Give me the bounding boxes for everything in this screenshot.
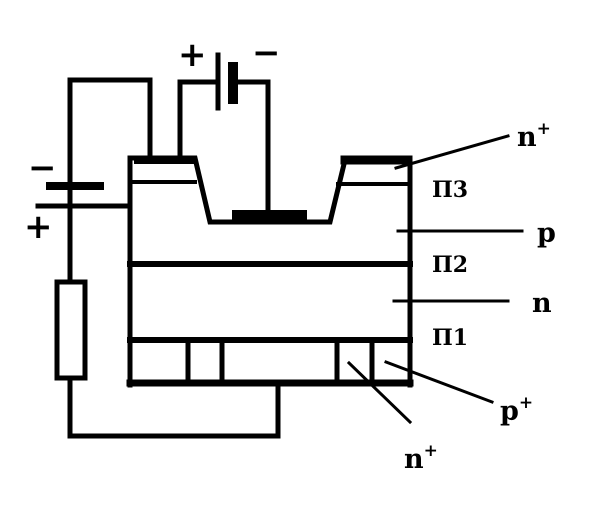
label-n-plus-top: n+ [517, 119, 551, 153]
left-battery-plus-sign: + [24, 207, 53, 247]
top-battery-minus-sign: − [252, 33, 281, 73]
label-n-plus-bottom: n+ [404, 441, 438, 475]
label-junction-1: П1 [432, 325, 468, 351]
label-junction-3: П3 [432, 177, 468, 203]
label-n: n [532, 288, 552, 319]
gate-battery-circuit [67, 52, 271, 215]
label-p-plus: p+ [500, 393, 533, 427]
top-battery-plus-sign: + [178, 35, 207, 75]
gate-contact [232, 210, 307, 220]
leader-lines [346, 134, 524, 425]
label-p: p [537, 218, 556, 249]
load-circuit [35, 182, 281, 439]
label-junction-2: П2 [432, 252, 468, 278]
left-battery-minus-sign: − [28, 148, 57, 188]
